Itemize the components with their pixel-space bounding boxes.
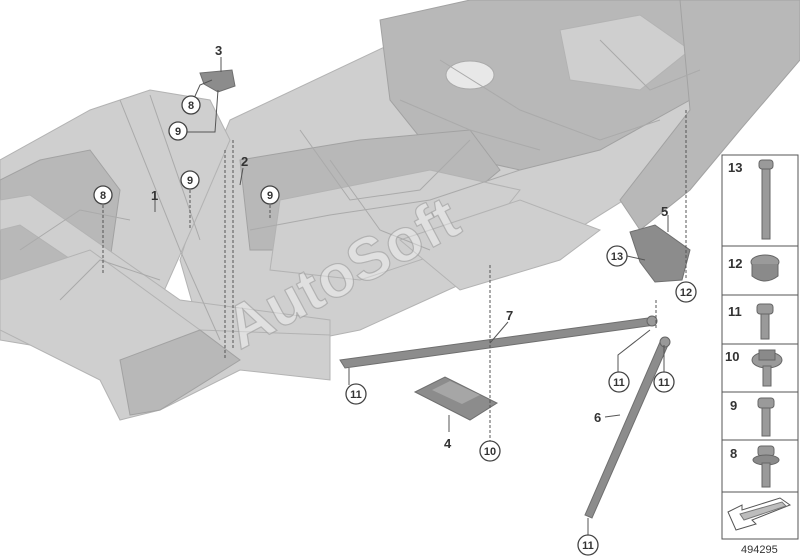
- part-3-bracket: [199, 69, 236, 93]
- part-6-strut-rod: [584, 336, 671, 519]
- vehicle-underbody-frame: [0, 0, 800, 421]
- circled-callout-10: 10: [479, 440, 501, 462]
- legend-number: 11: [728, 304, 742, 319]
- legend-item-12: 12: [728, 254, 780, 282]
- callout-1: 1: [151, 188, 158, 203]
- cap-nut-icon: [750, 254, 780, 282]
- part-7-strut-bar: [339, 315, 658, 369]
- svg-text:8: 8: [188, 100, 194, 112]
- svg-text:9: 9: [175, 126, 181, 138]
- svg-text:9: 9: [187, 175, 193, 187]
- svg-text:10: 10: [484, 446, 496, 458]
- svg-text:12: 12: [680, 287, 692, 299]
- flange-nut-icon: [751, 349, 783, 387]
- legend-number: 10: [725, 349, 739, 364]
- circled-callout-9: 9: [260, 185, 280, 205]
- callout-5: 5: [661, 204, 668, 219]
- leader-lines: [102, 57, 687, 535]
- legend-number: 12: [728, 256, 742, 271]
- legend-number: 9: [730, 398, 737, 413]
- legend-item-11: 11: [728, 303, 774, 340]
- circled-callout-11: 11: [608, 371, 630, 393]
- circled-callout-11: 11: [653, 371, 675, 393]
- svg-text:11: 11: [613, 377, 625, 389]
- svg-text:11: 11: [658, 377, 670, 389]
- part-4-plate: [413, 376, 499, 421]
- legend-item-13: 13: [728, 159, 774, 240]
- callout-4: 4: [444, 436, 452, 451]
- svg-text:9: 9: [267, 190, 273, 202]
- legend-number: 13: [728, 160, 742, 175]
- circled-callout-13: 13: [606, 245, 628, 267]
- svg-text:11: 11: [350, 389, 362, 401]
- circled-callout-8: 8: [181, 95, 201, 115]
- long-bolt-icon: [758, 159, 774, 240]
- svg-text:8: 8: [100, 190, 106, 202]
- circled-callout-11: 11: [577, 534, 599, 556]
- washer-bolt-icon: [752, 445, 780, 488]
- diagram-id-label: 494295: [741, 544, 778, 556]
- circled-callout-9: 9: [180, 170, 200, 190]
- callout-2: 2: [241, 154, 248, 169]
- circled-callouts: 8 9 8 9 9 13 12 11: [93, 95, 697, 556]
- callout-7: 7: [506, 308, 513, 323]
- bolt-icon: [757, 397, 775, 437]
- legend-number: 8: [730, 446, 737, 461]
- callout-3: 3: [215, 43, 222, 58]
- legend-item-8: 8: [730, 445, 780, 488]
- part-5-bracket: [629, 224, 691, 283]
- callout-numbers: 3 1 2 5 7 6 4: [151, 43, 668, 451]
- bolt-icon: [756, 303, 774, 340]
- circled-callout-11: 11: [345, 383, 367, 405]
- legend-item-9: 9: [730, 397, 775, 437]
- svg-text:13: 13: [611, 251, 623, 263]
- direction-arrow-icon: [727, 497, 792, 531]
- legend-item-10: 10: [725, 349, 783, 387]
- callout-6: 6: [594, 410, 601, 425]
- circled-callout-9: 9: [168, 121, 188, 141]
- circled-callout-12: 12: [675, 281, 697, 303]
- svg-text:11: 11: [582, 540, 594, 552]
- fastener-legend: 13 12 11 10: [721, 154, 799, 540]
- circled-callout-8: 8: [93, 185, 113, 205]
